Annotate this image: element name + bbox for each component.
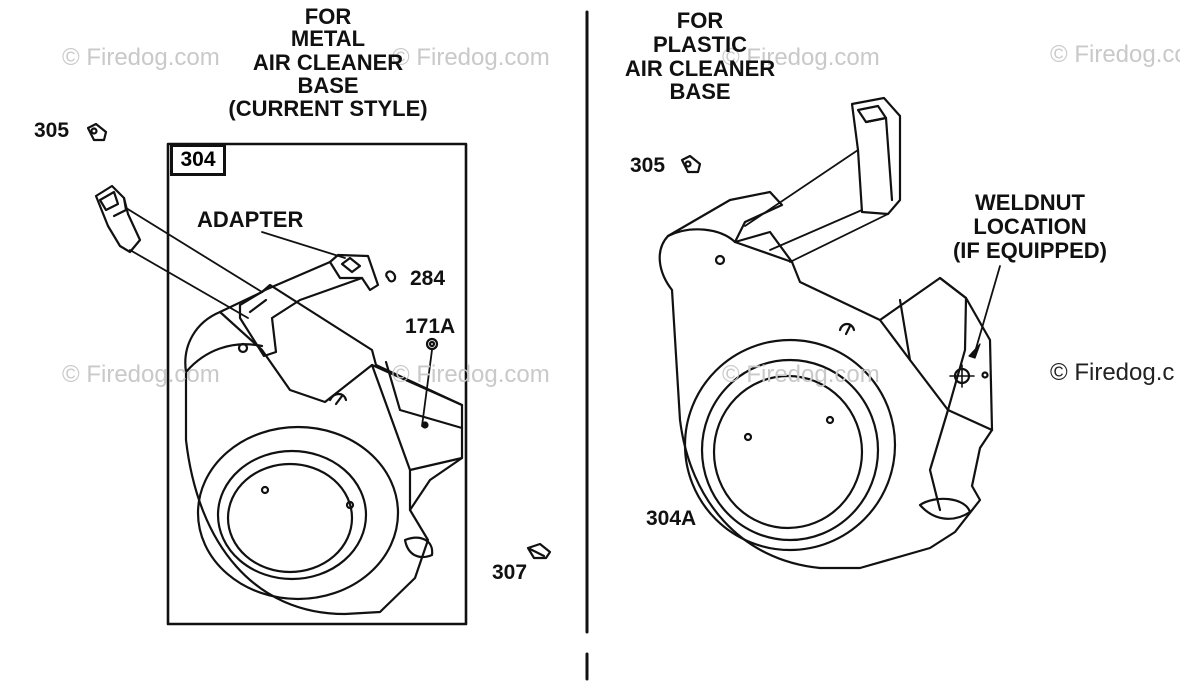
adapter-part xyxy=(238,253,380,358)
bolt-305-left xyxy=(86,122,108,142)
watermark-top-far-right: © Firedog.com xyxy=(1050,41,1180,68)
watermark-mid-center: © Firedog.com xyxy=(392,361,550,388)
heading-metal-line-5: (CURRENT STYLE) xyxy=(228,96,428,121)
heading-plastic-line-3: AIR CLEANER xyxy=(624,56,776,81)
air-duct-right xyxy=(744,96,902,263)
part-number-307: 307 xyxy=(492,561,528,584)
part-number-304: 304 xyxy=(170,144,226,176)
heading-plastic-line-4: BASE xyxy=(669,79,731,104)
weldnut-label-line-2: LOCATION xyxy=(973,214,1087,239)
leader-171a xyxy=(421,349,433,427)
bolt-305-right xyxy=(680,154,702,174)
heading-plastic-line-1: FOR xyxy=(676,8,724,33)
leader-weldnut-arrow xyxy=(968,343,981,359)
kit-304-frame xyxy=(166,142,468,626)
screw-307 xyxy=(526,542,552,560)
weldnut-label-line-1: WELDNUT xyxy=(975,190,1085,215)
weldnut-label-line-3: (IF EQUIPPED) xyxy=(952,238,1107,263)
watermark-dark-right: © Firedog.c xyxy=(1050,359,1175,386)
adapter-label: ADAPTER xyxy=(197,207,304,232)
heading-metal-line-3: AIR CLEANER xyxy=(252,50,404,75)
watermark-top-left: © Firedog.com xyxy=(62,44,220,71)
weldnut-symbol xyxy=(949,364,975,388)
blower-housing-304 xyxy=(184,283,464,616)
clip-284 xyxy=(385,270,397,283)
watermark-mid-left: © Firedog.com xyxy=(62,361,220,388)
part-number-305-left: 305 xyxy=(34,119,70,142)
part-number-284: 284 xyxy=(410,267,446,290)
part-number-305-right: 305 xyxy=(630,154,666,177)
watermark-top-right: © Firedog.com xyxy=(722,44,880,71)
watermark-mid-right: © Firedog.com xyxy=(722,361,880,388)
leader-weldnut xyxy=(974,265,1001,353)
heading-metal-line-4: BASE xyxy=(297,73,359,98)
blower-housing-304a xyxy=(658,190,994,570)
part-number-171a: 171A xyxy=(405,315,456,338)
heading-plastic-line-2: PLASTIC xyxy=(652,32,748,57)
heading-metal-line-1: FOR xyxy=(304,4,352,29)
air-duct-left xyxy=(94,184,263,319)
leader-adapter xyxy=(261,231,346,259)
part-number-304a: 304A xyxy=(646,507,697,530)
watermark-top-center: © Firedog.com xyxy=(392,44,550,71)
nut-171a xyxy=(425,337,439,351)
heading-metal-line-2: METAL xyxy=(290,26,366,51)
